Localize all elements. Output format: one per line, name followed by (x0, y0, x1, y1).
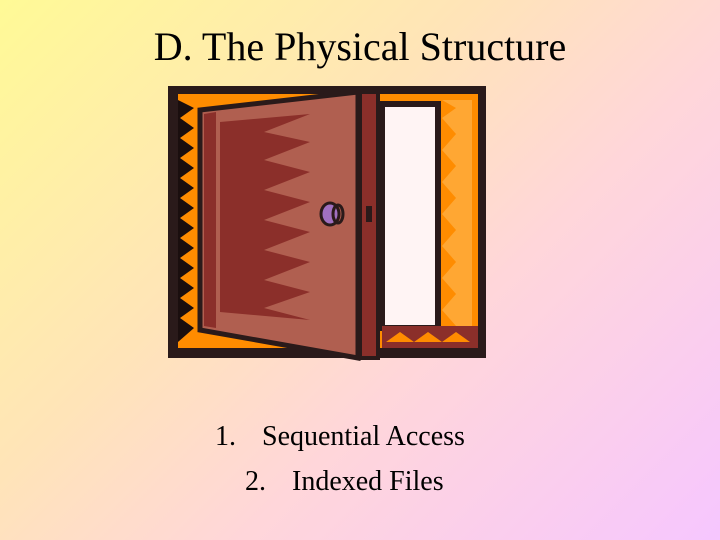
list-item: 1. Sequential Access (0, 414, 720, 459)
frame-sawtooth (178, 100, 194, 342)
door-zigzag-panel (220, 114, 310, 320)
list-item-text: Indexed Files (292, 466, 444, 497)
list-item-number: 2. (245, 466, 266, 497)
door-post (358, 90, 380, 360)
list-item: 2. Indexed Files (0, 459, 720, 504)
doorway (379, 101, 441, 331)
list-item-number: 1. (215, 421, 236, 452)
door-latch (366, 206, 372, 222)
slide-title: D. The Physical Structure (153, 24, 567, 69)
jamb-zigzag (442, 100, 472, 342)
list-item-text: Sequential Access (262, 421, 465, 452)
open-door-icon (168, 86, 486, 361)
bullet-list: 1. Sequential Access 2. Indexed Files (0, 414, 720, 504)
